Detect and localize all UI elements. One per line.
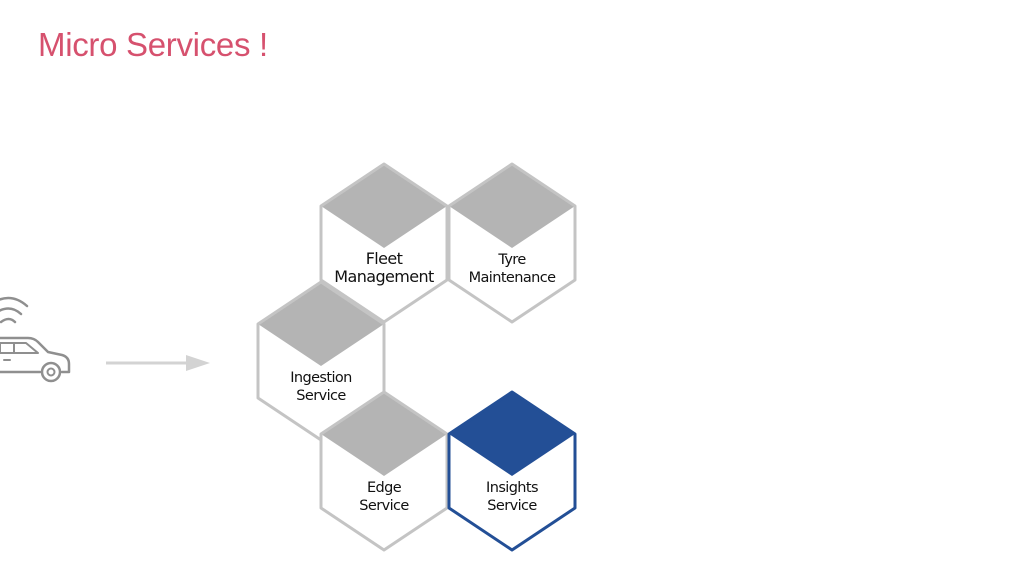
cube-label-line: Maintenance xyxy=(469,270,556,286)
cube-label-line: Service xyxy=(296,388,346,404)
cube-label-line: Fleet xyxy=(366,249,403,268)
cube-label-line: Ingestion xyxy=(290,370,352,386)
connected-car-icon xyxy=(0,296,71,383)
cube-outline xyxy=(447,162,577,324)
slide-title: Micro Services ! xyxy=(38,26,268,63)
arrow-right-icon xyxy=(106,355,210,371)
cube-outline xyxy=(319,390,449,552)
cube-label-line: Service xyxy=(487,498,537,514)
cube-label-line: Tyre xyxy=(497,252,526,268)
cube-outline xyxy=(319,162,449,324)
cube-label-line: Management xyxy=(334,267,434,286)
cube-outline xyxy=(447,390,577,552)
cube-label-line: Insights xyxy=(486,480,538,496)
cube-label-line: Service xyxy=(359,498,409,514)
cube-label-line: Edge xyxy=(367,480,402,496)
